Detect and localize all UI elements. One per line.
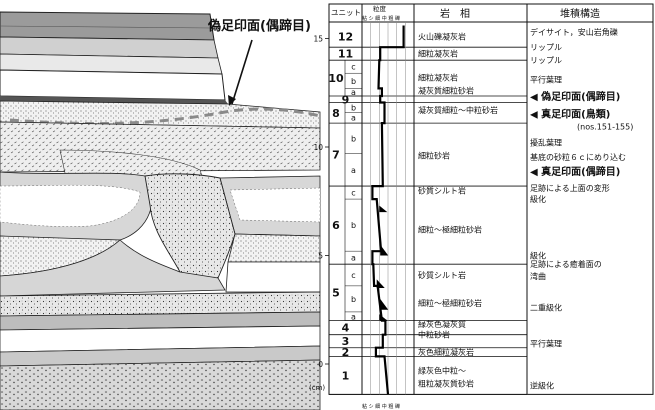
lithology-label: 砂質シルト岩 bbox=[418, 185, 466, 195]
structure-label: ◀ 真足印面(鳥類) bbox=[530, 107, 610, 120]
depth-tick-label: 15 bbox=[313, 35, 323, 44]
grain-size-curve bbox=[371, 25, 405, 395]
subunit-letter: b bbox=[351, 103, 356, 112]
unit-number: 10 bbox=[328, 72, 344, 85]
structure-label: 逆級化 bbox=[530, 381, 554, 391]
structure-label: 擾乱葉理 bbox=[530, 138, 562, 148]
outcrop-sketch: 偽足印面(偶蹄目) bbox=[0, 11, 321, 410]
depth-tick-label: 10 bbox=[313, 143, 323, 152]
structure-label: リップル bbox=[530, 56, 562, 65]
structure-label: ◀ 偽足印面(偶蹄目) bbox=[530, 90, 620, 103]
subunit-letter: a bbox=[351, 312, 356, 321]
unit-number: 7 bbox=[332, 149, 340, 162]
subunit-letter: b bbox=[351, 77, 356, 86]
pseudo-footprint-label: 偽足印面(偶蹄目) bbox=[207, 18, 311, 34]
grading-wedge bbox=[380, 298, 389, 310]
lithology-label: 砂質シルト岩 bbox=[418, 270, 466, 280]
depth-tick-label: 5 bbox=[318, 252, 323, 261]
subunit-letter: a bbox=[351, 88, 356, 97]
unit-number: 11 bbox=[338, 48, 353, 61]
subunit-letter: b bbox=[351, 295, 356, 304]
unit-number: 4 bbox=[342, 322, 350, 335]
grain-scale-bottom: 粘 シ 細 中 粗 礫 bbox=[362, 403, 400, 410]
subunit-letter: b bbox=[351, 134, 356, 143]
lithology-label: 細粒〜極細粒砂岩 bbox=[418, 298, 482, 308]
structure-label: 二重級化 bbox=[530, 303, 562, 313]
lithology-label: 凝灰質細粒砂岩 bbox=[418, 86, 474, 96]
unit-number: 6 bbox=[332, 219, 340, 232]
structure-label: デイサイト，安山岩角礫 bbox=[530, 27, 618, 37]
lithology-label: 緑灰色中粒〜 bbox=[418, 366, 466, 376]
structure-label: (nos.151-155) bbox=[577, 122, 633, 131]
lithology-label: 細粒〜極細粒砂岩 bbox=[418, 224, 482, 234]
pointer-arrowhead bbox=[228, 95, 236, 106]
structure-label: 基底の砂粒６ｃにめり込む bbox=[530, 152, 626, 162]
lithology-label: 灰色細粒凝灰岩 bbox=[418, 347, 474, 357]
unit-number: 3 bbox=[342, 335, 350, 348]
lithology-label: 細粒凝灰岩 bbox=[418, 73, 458, 83]
structure-label: 湾曲 bbox=[530, 271, 546, 281]
structure-label: 級化 bbox=[530, 194, 546, 204]
header-grain: 粒度 bbox=[373, 4, 387, 13]
structure-label: 足跡による上面の変形 bbox=[530, 183, 610, 193]
depth-unit: (cm) bbox=[309, 384, 325, 392]
lithology-label: 粗粒凝灰質砂岩 bbox=[418, 379, 474, 389]
subunit-letter: c bbox=[351, 63, 355, 72]
grading-wedge bbox=[380, 244, 389, 256]
grading-wedge bbox=[379, 205, 388, 213]
lithology-label: 緑灰色凝灰質 bbox=[418, 319, 466, 329]
pointer-line bbox=[231, 39, 253, 105]
header-structure: 堆積構造 bbox=[560, 7, 600, 20]
grading-wedge bbox=[376, 279, 385, 289]
depth-tick-label: 0 bbox=[318, 360, 323, 369]
structure-label: ◀ 真足印面(偶蹄目) bbox=[530, 165, 620, 178]
subunit-letter: c bbox=[351, 271, 355, 280]
lithology-label: 火山礫凝灰岩 bbox=[418, 31, 466, 41]
structure-label: 平行葉理 bbox=[530, 338, 562, 348]
lithology-label: 凝灰質細粒〜中粒砂岩 bbox=[418, 105, 498, 115]
subunit-letter: a bbox=[351, 254, 356, 263]
subunit-letter: c bbox=[351, 189, 355, 198]
unit-number: 2 bbox=[342, 346, 350, 359]
unit-number: 5 bbox=[332, 286, 340, 299]
lithology-label: 細粒砂岩 bbox=[418, 151, 450, 161]
lithology-label: 細粒凝灰岩 bbox=[418, 49, 458, 59]
subunit-letter: a bbox=[351, 114, 356, 123]
header-unit: ユニット bbox=[331, 8, 361, 17]
unit-number: 12 bbox=[338, 30, 353, 43]
subunit-letter: b bbox=[351, 221, 356, 230]
unit-number: 9 bbox=[342, 93, 350, 106]
grain-scale-top: 粘 シ 細 中 粗 礫 bbox=[362, 15, 400, 22]
unit-number: 1 bbox=[342, 369, 350, 382]
grading-wedge bbox=[379, 314, 388, 321]
lithology-label: 中粒砂岩 bbox=[418, 330, 450, 340]
stratigraphic-column: ユニット 粒度 粘 シ 細 中 粗 礫 岩 相 堆積構造 (cm) 粘 シ 細 … bbox=[309, 3, 654, 410]
subunit-letter: a bbox=[351, 166, 356, 175]
structure-label: 足跡による癒着面の bbox=[530, 259, 602, 269]
structure-label: 平行葉理 bbox=[530, 75, 562, 85]
structure-label: リップル bbox=[530, 43, 562, 52]
header-lithology: 岩 相 bbox=[440, 7, 470, 20]
structure-label: 級化 bbox=[530, 251, 546, 261]
unit-number: 8 bbox=[332, 107, 340, 120]
